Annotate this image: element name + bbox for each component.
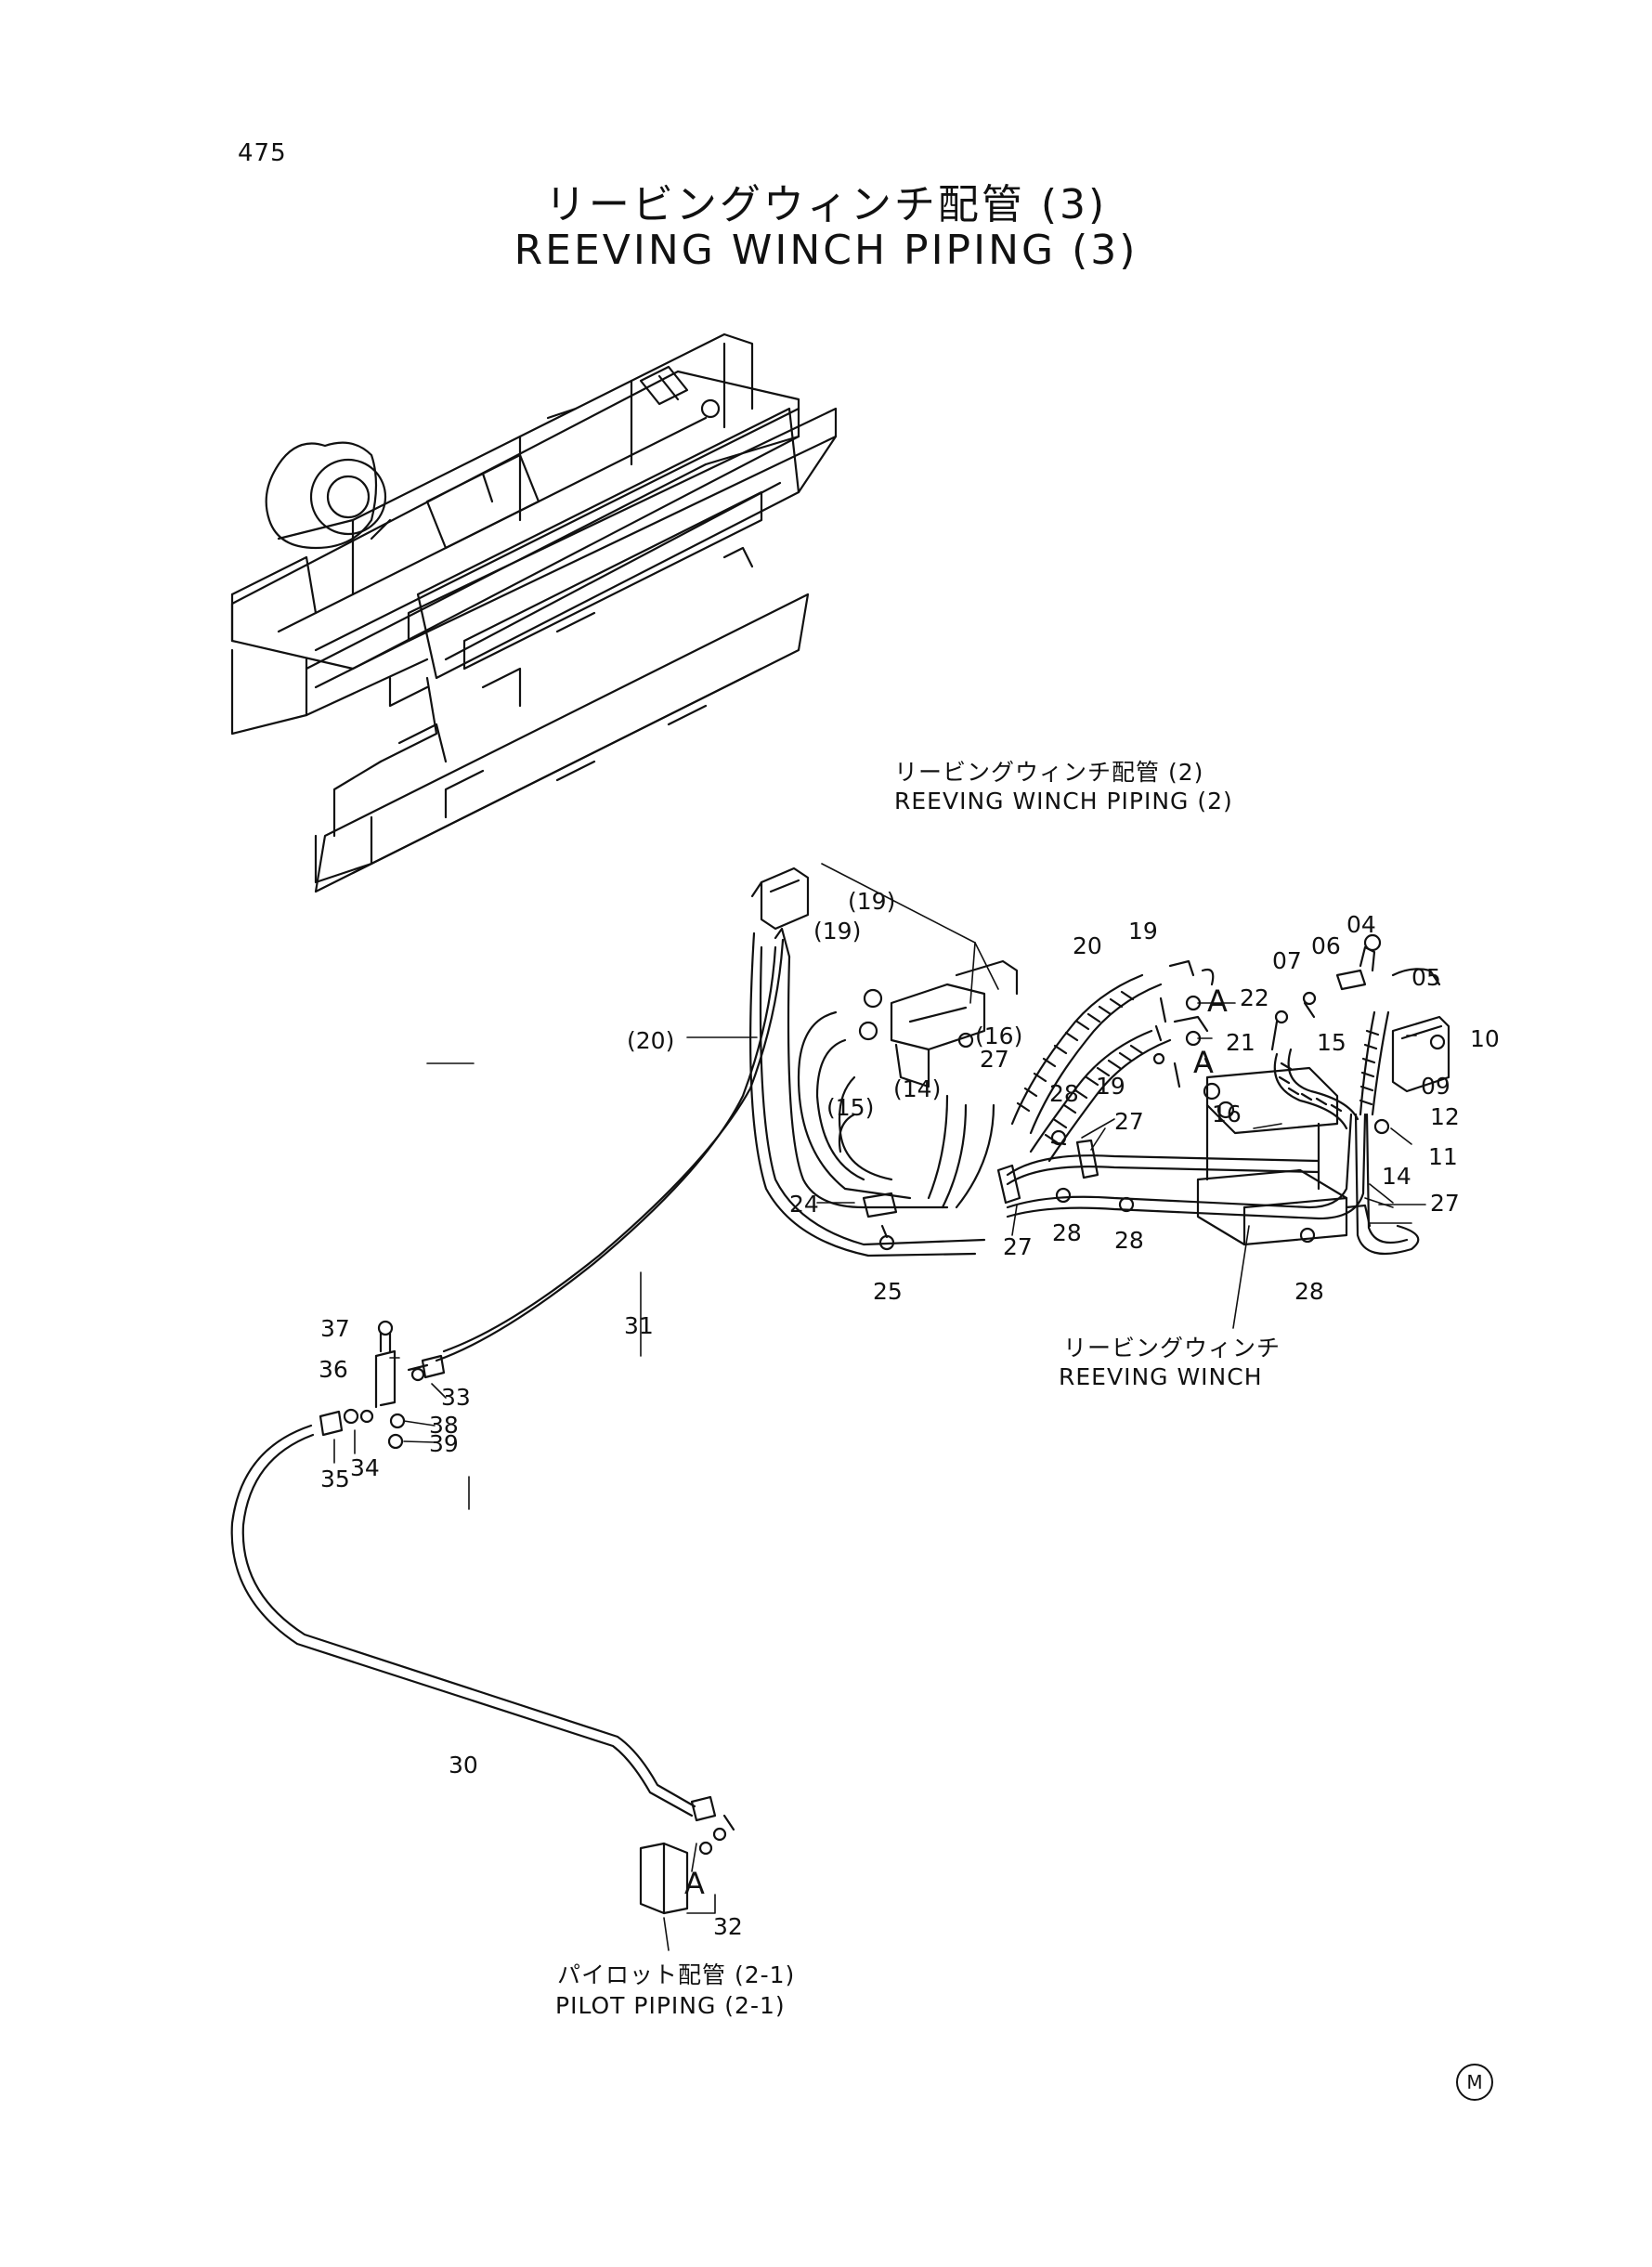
hose-30	[230, 1424, 696, 1818]
callout-20-ref: (20)	[627, 1027, 675, 1054]
callout-28-b: 28	[1052, 1219, 1082, 1246]
spiral-guard-hoses	[1010, 959, 1215, 1163]
callout-a-top: A	[1207, 984, 1228, 1019]
callout-16: 16	[1212, 1101, 1242, 1127]
callout-36: 36	[319, 1356, 348, 1383]
pilot-block	[639, 1795, 735, 1915]
maker-mark-icon: M	[1456, 2064, 1493, 2101]
page-title-jp: リービングウィンチ配管 (3)	[544, 181, 1108, 228]
callout-28-d: 28	[1294, 1278, 1324, 1305]
callout-25: 25	[873, 1278, 903, 1305]
callout-30: 30	[449, 1752, 478, 1778]
callout-20: 20	[1073, 932, 1102, 959]
callout-27-b: 27	[1114, 1108, 1144, 1135]
callout-15: 15	[1317, 1029, 1346, 1056]
hose-31	[435, 938, 785, 1362]
page-title-en: REEVING WINCH PIPING (3)	[514, 227, 1138, 274]
valve-block	[858, 959, 1019, 1088]
page-number: 475	[238, 139, 287, 167]
callout-39: 39	[429, 1430, 459, 1457]
misc-fittings	[1152, 997, 1211, 1088]
callout-27-c: 27	[1003, 1233, 1033, 1260]
bracket-36	[374, 1320, 429, 1450]
callout-19-ref-a: (19)	[848, 888, 896, 915]
fittings-33-35	[319, 1354, 446, 1437]
reference-label-pilot-en: PILOT PIPING (2-1)	[555, 1992, 786, 2019]
callout-34: 34	[350, 1454, 380, 1481]
hose-15-coil	[1273, 1010, 1390, 1130]
clamps-24-27	[862, 1139, 1372, 1228]
reference-label-piping2-en: REEVING WINCH PIPING (2)	[894, 788, 1233, 814]
callout-07: 07	[1272, 947, 1302, 974]
hose-20	[749, 927, 986, 1257]
callout-38: 38	[429, 1412, 459, 1439]
callout-33: 33	[441, 1384, 471, 1411]
callout-09: 09	[1421, 1073, 1450, 1100]
callout-06: 06	[1311, 932, 1341, 959]
callout-16-ref: (16)	[975, 1023, 1023, 1049]
callout-32: 32	[713, 1913, 743, 1940]
callout-28-c: 28	[1114, 1227, 1144, 1254]
callout-21: 21	[1226, 1029, 1255, 1056]
bolts	[878, 995, 1446, 1251]
reference-label-pilot-jp: パイロット配管 (2-1)	[557, 1961, 796, 1988]
callout-19-top: 19	[1128, 918, 1158, 945]
callout-14-ref: (14)	[893, 1075, 942, 1102]
callout-a-bottom: A	[684, 1866, 705, 1901]
callout-24: 24	[789, 1191, 819, 1218]
hose-group-19-14-15	[797, 1010, 995, 1209]
callout-31: 31	[624, 1312, 654, 1339]
reference-label-winch-en: REEVING WINCH	[1059, 1363, 1263, 1390]
callout-27-d: 27	[1430, 1190, 1460, 1217]
callout-27-a: 27	[980, 1046, 1009, 1073]
callout-10: 10	[1470, 1025, 1500, 1052]
reference-label-winch-jp: リービングウィンチ	[1063, 1335, 1281, 1362]
callout-04: 04	[1346, 911, 1376, 938]
callout-14: 14	[1382, 1163, 1411, 1190]
callout-12: 12	[1430, 1103, 1460, 1130]
callout-19-ref-b: (19)	[813, 918, 862, 945]
callout-28-a: 28	[1049, 1080, 1079, 1107]
block-09	[1391, 1015, 1450, 1093]
callout-35: 35	[320, 1466, 350, 1492]
reference-label-piping2-jp: リービングウィンチ配管 (2)	[894, 759, 1204, 786]
callout-05: 05	[1411, 964, 1441, 991]
callout-a-middle: A	[1193, 1045, 1214, 1080]
callout-37: 37	[320, 1315, 350, 1342]
machine-overview-illustration	[230, 332, 838, 893]
callout-19-bottom: 19	[1096, 1073, 1125, 1100]
adapters-04-07	[1270, 933, 1441, 1051]
callout-22: 22	[1240, 984, 1269, 1011]
pilot-valve-top	[750, 866, 810, 931]
callout-11: 11	[1428, 1143, 1458, 1170]
leader-lines	[333, 863, 1426, 1951]
callout-15-ref: (15)	[826, 1094, 875, 1121]
